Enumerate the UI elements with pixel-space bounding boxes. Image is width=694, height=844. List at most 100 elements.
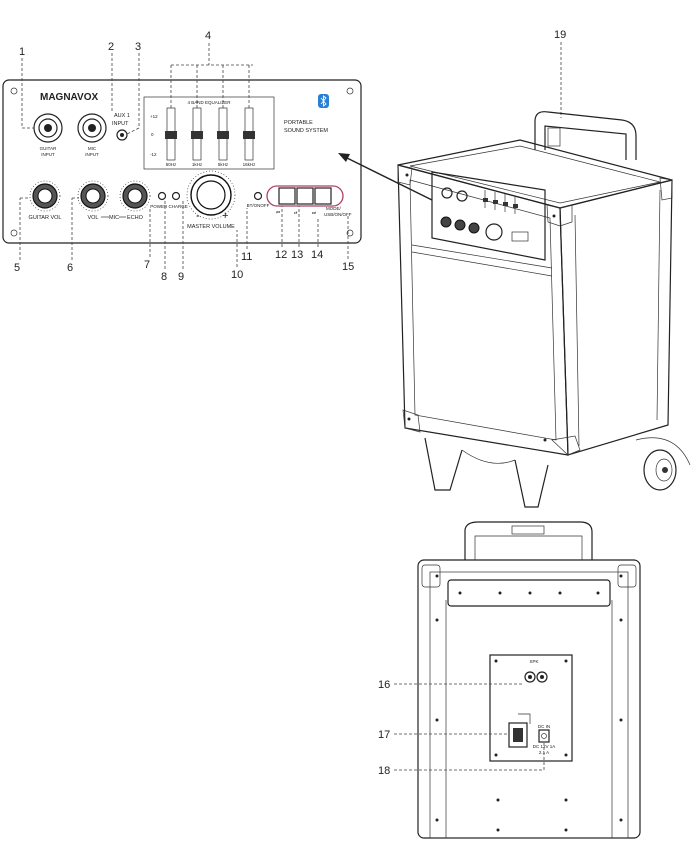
power-led [157, 191, 167, 201]
guitar-input-label-2: INPUT [41, 152, 55, 157]
screw [346, 87, 354, 95]
control-panel: MAGNAVOX GUITAR INPUT MIC INPUT AUX 1 IN… [2, 79, 362, 244]
mic-input-label-2: INPUT [85, 152, 99, 157]
callout-4: 4 [205, 30, 211, 42]
eq-slider-1khz [191, 107, 203, 161]
prev-button [278, 187, 296, 205]
dc-in-spec-1: DC 12V 1A [533, 744, 556, 749]
master-volume-knob [186, 170, 236, 220]
master-volume-label: MASTER VOLUME [187, 224, 235, 230]
master-volume-plus: + [222, 210, 228, 222]
callout-9: 9 [178, 271, 184, 283]
guitar-input-label-1: GUITAR [40, 146, 57, 151]
side-face [559, 179, 673, 456]
callout-7: 7 [144, 259, 150, 271]
callout-12: 12 [275, 249, 287, 261]
rear-handle [464, 521, 593, 560]
callout-11: 11 [241, 251, 252, 263]
mic-echo-label: ECHO [127, 215, 144, 221]
mic-group-label: MIC [109, 215, 119, 221]
zoom-arrow [338, 153, 433, 201]
transport-outline [266, 185, 344, 207]
callout-13: 13 [291, 249, 303, 261]
speaker-out-label: SPK [529, 659, 538, 664]
callout-8: 8 [161, 271, 167, 283]
play-pause-icon: ⏯ [294, 210, 298, 215]
mic-volume-label: VOL [87, 215, 98, 221]
aux-input-jack-core [120, 133, 124, 137]
eq-slider-60hz [165, 107, 177, 161]
screw [346, 229, 354, 237]
eq-band-16khz: 16kHz [243, 162, 257, 167]
eq-band-1khz: 1kHz [192, 162, 203, 167]
callout-15: 15 [342, 261, 354, 273]
callout-10: 10 [231, 269, 243, 281]
bluetooth-icon [318, 94, 329, 108]
product-line-1: PORTABLE [284, 120, 313, 126]
eq-band-5khz: 5kHz [218, 162, 229, 167]
mic-echo-knob [119, 180, 151, 212]
charge-led [171, 191, 181, 201]
aux-input-label-1: AUX 1 [114, 113, 130, 119]
mode-label-2: USB/ON/OFF [324, 212, 352, 217]
rear-callouts: 16 17 18 [378, 679, 545, 777]
power-charge-label: POWER CHARGE [150, 204, 188, 209]
eq-scale-mid: 0 [151, 132, 154, 137]
wheel [643, 449, 677, 491]
callout-3: 3 [135, 41, 141, 53]
dc-in-label: DC IN [538, 724, 550, 729]
master-volume-minus: - [196, 210, 200, 222]
brand-logo: MAGNAVOX [40, 92, 98, 103]
aux-input-label-2: INPUT [112, 121, 129, 127]
front-foot-right [514, 459, 549, 508]
bluetooth-led-label: BT/ONOFF [247, 203, 270, 208]
callout-19: 19 [554, 29, 566, 41]
mic-volume-knob [77, 180, 109, 212]
callout-6: 6 [67, 262, 73, 274]
panel-outline [2, 79, 362, 244]
mic-input-jack [77, 113, 107, 143]
callout-5: 5 [14, 262, 20, 274]
product-line-2: SOUND SYSTEM [284, 128, 328, 134]
screw [10, 229, 18, 237]
mode-label-1: MODE/ [326, 206, 342, 211]
prev-icon: ⏮ [276, 210, 280, 215]
front-view-speaker: 19 [397, 29, 691, 508]
guitar-input-jack [33, 113, 63, 143]
eq-band-60hz: 60Hz [166, 162, 177, 167]
equalizer-title: 4 BAND EQUALIZER [187, 100, 231, 105]
callout-16: 16 [378, 679, 390, 691]
front-control-panel [431, 171, 546, 261]
eq-scale-top: +12 [150, 114, 158, 119]
callout-17: 17 [378, 729, 390, 741]
equalizer-box [143, 96, 275, 170]
rear-cabinet [417, 559, 641, 839]
top-rail [447, 579, 611, 607]
dc-input-jack [538, 729, 550, 743]
next-icon: ⏭ [312, 210, 316, 215]
callout-1: 1 [19, 46, 25, 58]
transport-buttons [266, 185, 344, 207]
front-face [397, 164, 569, 456]
guitar-volume-knob [29, 180, 61, 212]
callout-18: 18 [378, 765, 390, 777]
panel-callouts: 1 2 3 4 5 6 7 8 9 10 11 12 13 14 15 [14, 30, 354, 283]
eq-scale-bottom: -12 [150, 152, 157, 157]
eq-slider-16khz [243, 107, 255, 161]
play-pause-button [296, 187, 314, 205]
eq-slider-5khz [217, 107, 229, 161]
handle [534, 111, 637, 160]
rear-plate [489, 654, 573, 762]
rear-view-speaker: SPK DC IN DC 12V 1A 2.1 A [417, 521, 641, 839]
aux-input-jack [116, 129, 128, 141]
screw [10, 87, 18, 95]
guitar-volume-label: GUITAR VOL [29, 215, 62, 221]
callout-14: 14 [311, 249, 323, 261]
mic-input-label-1: MIC [88, 146, 97, 151]
power-switch [508, 713, 531, 748]
speaker-output-terminals [524, 671, 548, 683]
bluetooth-led [253, 191, 263, 201]
next-button [314, 187, 332, 205]
